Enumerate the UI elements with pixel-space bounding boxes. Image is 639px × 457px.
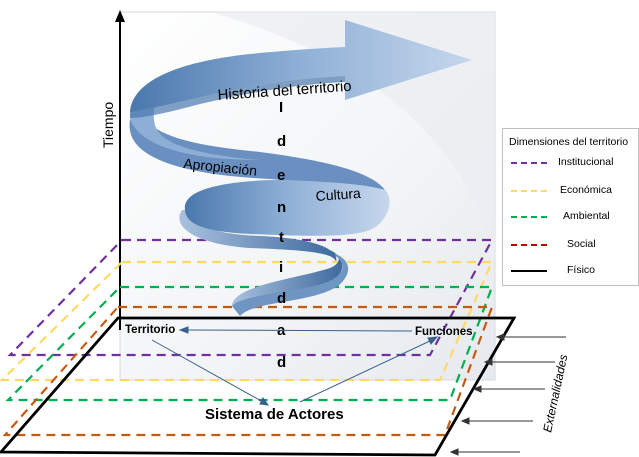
spiral-arrow-band bbox=[130, 20, 472, 112]
identidad-letter: t bbox=[279, 229, 284, 246]
identidad-letter: i bbox=[279, 259, 283, 276]
legend-item-economica: Económica bbox=[503, 184, 639, 198]
arrow-actores-funciones bbox=[299, 339, 433, 403]
externalidades-label: Externalidades bbox=[540, 353, 570, 434]
arrow-territorio-actores bbox=[151, 339, 264, 403]
legend-swatch bbox=[511, 162, 547, 164]
identidad-letter: d bbox=[277, 354, 286, 371]
time-axis-arrowhead bbox=[115, 10, 125, 22]
legend-label: Social bbox=[567, 238, 596, 250]
legend-item-ambiental: Ambiental bbox=[503, 210, 639, 224]
identidad-letter: d bbox=[277, 133, 286, 150]
externalidad-arrowhead bbox=[449, 448, 459, 456]
label-sistema: Sistema de Actores bbox=[205, 406, 344, 423]
legend-swatch bbox=[511, 190, 547, 192]
legend-swatch bbox=[511, 244, 547, 246]
spiral-arrow-shadow bbox=[130, 76, 345, 118]
externalidades-arrows bbox=[449, 333, 566, 456]
legend-item-fisico: Físico bbox=[503, 264, 639, 278]
legend-item-social: Social bbox=[503, 238, 639, 252]
plane-fisico bbox=[0, 316, 517, 457]
externalidad-arrowhead bbox=[472, 385, 482, 393]
spiral-coil-back bbox=[130, 80, 260, 160]
plane-ambiental bbox=[5, 285, 494, 402]
legend-label: Institucional bbox=[558, 156, 614, 168]
arrowhead-territorio bbox=[178, 326, 189, 334]
tiempo-label: Tiempo bbox=[100, 102, 116, 148]
spiral-coil-cultura bbox=[184, 179, 390, 236]
externalidad-arrowhead bbox=[460, 417, 470, 425]
externalidad-arrowhead bbox=[483, 358, 493, 366]
arrowhead-funciones bbox=[427, 336, 439, 345]
legend: Dimensiones del territorio Institucional… bbox=[502, 128, 639, 286]
legend-title: Dimensiones del territorio bbox=[509, 136, 629, 148]
identidad-letter: e bbox=[277, 167, 285, 184]
plane-economica bbox=[0, 260, 494, 382]
identidad-letter: d bbox=[277, 290, 286, 307]
legend-swatch bbox=[511, 270, 547, 272]
plane-institucional bbox=[7, 238, 494, 357]
identidad-letter: n bbox=[277, 199, 286, 216]
legend-label: Económica bbox=[560, 184, 612, 196]
spiral-coil-apropiacion bbox=[129, 110, 385, 190]
label-cultura: Cultura bbox=[315, 185, 361, 204]
arrowhead-actores-left bbox=[259, 397, 270, 406]
legend-item-institucional: Institucional bbox=[503, 156, 639, 170]
relation-arrows bbox=[151, 326, 439, 406]
label-apropiacion: Apropiación bbox=[183, 155, 258, 179]
legend-label: Físico bbox=[567, 264, 596, 276]
spiral-coil-4 bbox=[232, 252, 349, 316]
arrow-funciones-territorio bbox=[185, 329, 413, 332]
externalidad-arrowhead bbox=[495, 333, 505, 341]
identidad-letter: I bbox=[279, 99, 283, 116]
label-funciones: Funciones bbox=[415, 326, 473, 338]
legend-label: Ambiental bbox=[563, 210, 610, 222]
spiral-coil-3 bbox=[179, 210, 337, 262]
label-territorio: Territorio bbox=[125, 324, 175, 336]
legend-swatch bbox=[511, 216, 547, 218]
